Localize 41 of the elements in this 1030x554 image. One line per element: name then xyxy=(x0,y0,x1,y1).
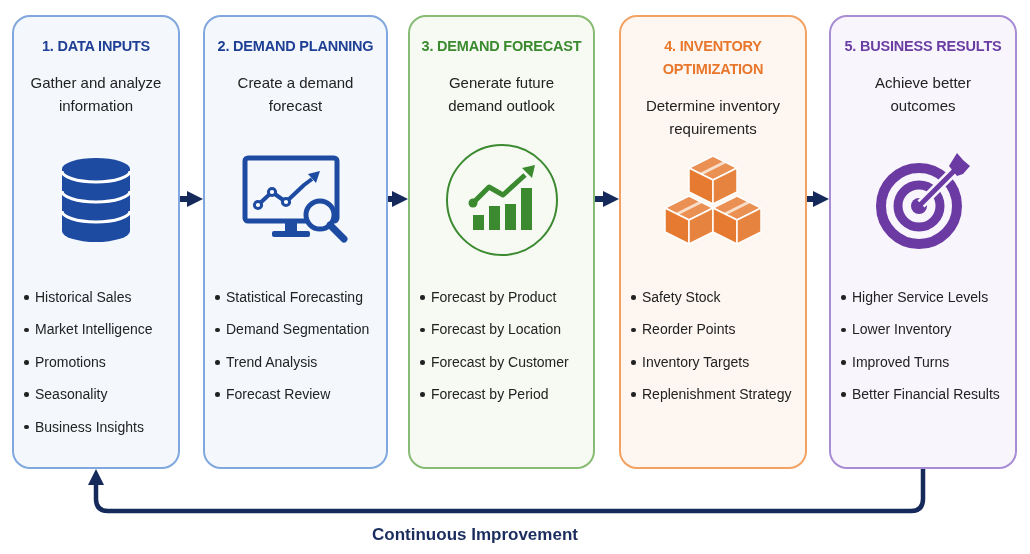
bullet-item: Forecast by Location xyxy=(420,313,561,346)
bullet-item: Statistical Forecasting xyxy=(215,281,363,314)
step-description: Generate future demand outlook xyxy=(447,73,556,116)
process-panel xyxy=(203,15,388,469)
step-description: Achieve better outcomes xyxy=(874,73,972,116)
bullet-item: Seasonality xyxy=(24,378,108,411)
bullet-item: Better Financial Results xyxy=(841,378,1000,411)
process-panel xyxy=(619,15,807,469)
bullet-item: Forecast by Period xyxy=(420,378,549,411)
arrow xyxy=(388,191,408,207)
step-title: 2. DEMAND PLANNING xyxy=(217,37,374,56)
bullet-item: Demand Segmentation xyxy=(215,313,370,346)
step-description: Create a demand forecast xyxy=(236,73,355,116)
bullet-item: Market Intelligence xyxy=(24,313,153,346)
process-panel xyxy=(12,15,180,469)
bullet-item: Reorder Points xyxy=(631,313,736,346)
bullet-item: Promotions xyxy=(24,345,106,379)
bullet-item: Safety Stock xyxy=(631,281,721,314)
bullet-item: Improved Turns xyxy=(841,345,950,379)
bullet-item: Replenishment Strategy xyxy=(631,378,792,411)
bullet-item: Business Insights xyxy=(24,410,144,444)
arrow xyxy=(807,191,829,207)
step-title: 3. DEMAND FORECAST xyxy=(421,37,582,56)
process-panel xyxy=(829,15,1017,469)
bullet-item: Lower Inventory xyxy=(841,313,952,346)
bullet-item: Historical Sales xyxy=(24,281,132,314)
step-title: 4. INVENTORY OPTIMIZATION xyxy=(661,37,765,79)
bullet-item: Higher Service Levels xyxy=(841,281,989,314)
step-description: Determine inventory requirements xyxy=(644,96,782,139)
step-title: 5. BUSINESS RESULTS xyxy=(844,37,1002,56)
step-description: Gather and analyze information xyxy=(29,73,163,116)
arrow xyxy=(595,191,619,207)
bullet-item: Forecast by Product xyxy=(420,281,557,314)
arrow xyxy=(180,191,203,207)
step-title: 1. DATA INPUTS xyxy=(41,37,151,56)
bullet-item: Forecast by Customer xyxy=(420,345,569,379)
feedback-arrow xyxy=(88,469,926,514)
process-panel xyxy=(408,15,595,469)
bullet-item: Forecast Review xyxy=(215,378,331,411)
bullet-item: Inventory Targets xyxy=(631,345,750,379)
bullet-item: Trend Analysis xyxy=(215,345,318,379)
